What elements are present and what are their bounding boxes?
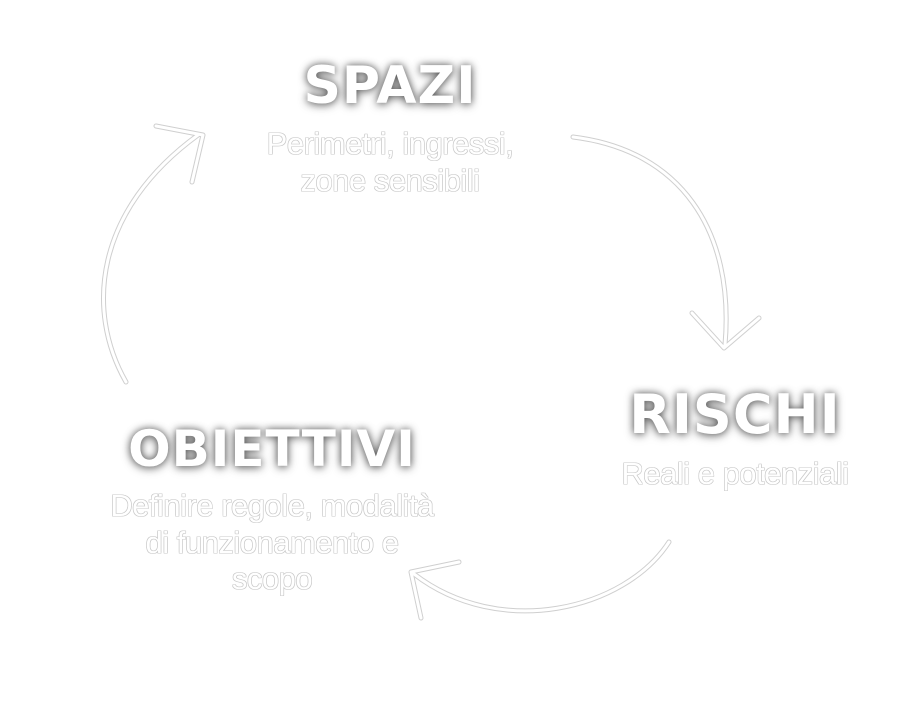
subtitle-line: di funzionamento e (145, 524, 399, 560)
node-title: OBIETTIVI (128, 420, 416, 478)
node-subtitle: Reali e potenziali (590, 456, 880, 493)
subtitle-line: Definire regole, modalità (110, 488, 434, 523)
node-title: RISCHI (629, 383, 841, 446)
subtitle-line: zone sensibili (300, 162, 480, 198)
node-subtitle: Perimetri, ingressi, zone sensibili (230, 126, 550, 199)
node-title: SPAZI (303, 56, 477, 116)
curved-arrow-down-icon (570, 134, 762, 351)
node-spazi: SPAZI Perimetri, ingressi, zone sensibil… (230, 60, 550, 199)
curved-arrow-left-icon (408, 539, 672, 621)
curved-arrow-up-icon (101, 123, 206, 385)
subtitle-line: scopo (231, 561, 313, 597)
node-rischi: RISCHI Reali e potenziali (590, 388, 880, 493)
node-subtitle: Definire regole, modalità di funzionamen… (62, 488, 482, 598)
subtitle-line: Perimetri, ingressi, (266, 126, 514, 161)
subtitle-line: Reali e potenziali (621, 456, 849, 491)
node-obiettivi: OBIETTIVI Definire regole, modalità di f… (62, 424, 482, 598)
